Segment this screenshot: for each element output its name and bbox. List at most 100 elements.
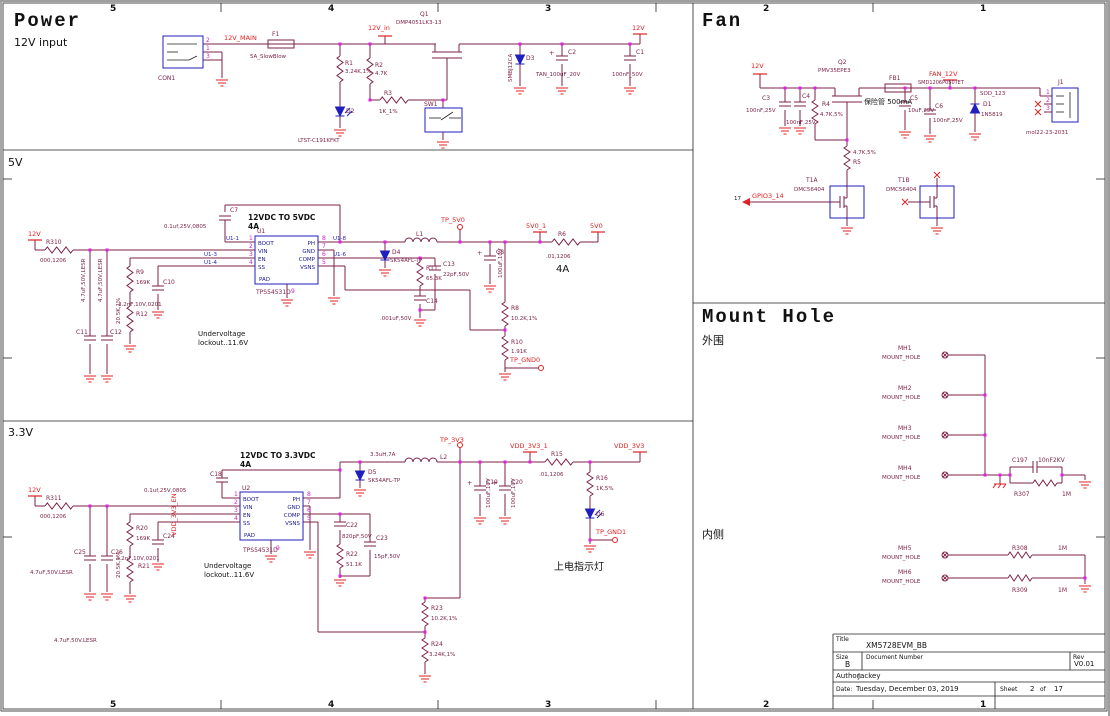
resistor <box>1007 574 1033 582</box>
schematic-label: .01,1206 <box>539 472 564 478</box>
schematic-label: 1M <box>1062 491 1071 498</box>
schematic-label: 1M <box>1058 545 1067 552</box>
junction-dot <box>418 256 422 260</box>
schematic-label: U2 <box>242 485 250 492</box>
schematic-label: D6 <box>596 511 605 518</box>
schematic-label: SS <box>258 265 265 271</box>
schematic-label: 20.5K,1% <box>116 552 122 578</box>
schematic-label: 3 <box>249 251 253 258</box>
schematic-label: 10.2K,1% <box>511 316 537 322</box>
schematic-label: C197 <box>1012 457 1028 464</box>
schematic-label: 3.2nF,10V,0201 <box>116 556 160 562</box>
resistor <box>336 543 344 569</box>
junction-dot <box>418 308 422 312</box>
schematic-label: 5V0_1 <box>526 222 546 230</box>
titleblock-of-label: of <box>1040 686 1046 693</box>
junction-dot <box>441 98 445 102</box>
schematic-label: D5 <box>368 469 377 476</box>
mount-hole-symbol <box>941 471 949 479</box>
schematic-label: 7 <box>322 243 326 250</box>
schematic-label: 4.7uF,50V.LESR <box>54 638 97 644</box>
resistor <box>843 145 851 171</box>
schematic-label: 100nF,25V <box>933 118 963 124</box>
schematic-label: Undervoltage <box>198 330 245 338</box>
schematic-label: 1K,5% <box>596 486 614 492</box>
schematic-label: 1.91K <box>511 349 527 355</box>
schematic-label: SMD1206P050TET <box>918 80 965 86</box>
schematic-label: R8 <box>511 305 519 312</box>
schematic-label: T1A <box>805 177 818 184</box>
schematic-label: SK54AFL-TP <box>390 258 423 264</box>
schematic-label: 3.24K,1% <box>429 652 455 658</box>
schematic-label: 1 <box>206 45 210 52</box>
schematic-label: PH <box>308 241 315 247</box>
schematic-label: 000,1206 <box>40 258 67 264</box>
schematic-label: SS <box>243 521 250 527</box>
schematic-label: R23 <box>431 605 443 612</box>
schematic-label: PAD <box>244 533 255 539</box>
schematic-label: 5A_SlowBlow <box>250 54 287 60</box>
junction-dot <box>358 460 362 464</box>
mount-hole-symbol <box>942 432 948 438</box>
schematic-label: 7 <box>307 499 311 506</box>
junction-dot <box>88 248 92 252</box>
schematic-label: TP_5V0 <box>440 216 465 224</box>
schematic-label: 100uF,10V <box>486 478 492 508</box>
schematic-label: 100nF_50V <box>612 72 643 78</box>
junction-dot <box>588 538 592 542</box>
schematic-label: 20.5K,1% <box>116 298 122 324</box>
schematic-label: EN <box>258 257 266 263</box>
junction-dot <box>798 86 802 90</box>
section-title-fan: Fan <box>702 10 743 32</box>
schematic-label: lockout..11.6V <box>198 339 248 347</box>
polarity-plus: + <box>492 479 497 487</box>
diode-triangle <box>379 250 391 262</box>
schematic-label: C14 <box>426 298 438 305</box>
schematic-label: C23 <box>376 535 388 542</box>
schematic-label: C12 <box>110 329 122 336</box>
schematic-label: SOD_123 <box>980 91 1006 97</box>
schematic-label: GND <box>302 249 315 255</box>
resistor <box>1032 479 1058 487</box>
junction-dot <box>503 328 507 332</box>
schematic-label: 10nF2KV <box>1038 457 1066 464</box>
junction-dot <box>813 86 817 90</box>
junction-dot <box>458 460 462 464</box>
schematic-label: MH4 <box>898 465 912 472</box>
schematic-label: 169K <box>136 280 150 286</box>
mount-hole-symbol <box>942 575 948 581</box>
diode-triangle <box>354 470 366 482</box>
junction-dot <box>478 460 482 464</box>
resistor <box>1007 551 1033 559</box>
diode-triangle <box>514 54 526 66</box>
mount-hole-symbol <box>941 574 949 582</box>
schematic-label: R3 <box>384 90 392 97</box>
schematic-label: Q1 <box>420 11 429 18</box>
schematic-label: U1-3 <box>204 252 218 258</box>
schematic-label: MH5 <box>898 545 912 552</box>
schematic-label: 2 <box>206 37 210 44</box>
earth-symbol <box>1002 483 1007 489</box>
schematic-label: R2 <box>375 62 383 69</box>
fuse-body <box>267 39 295 49</box>
schematic-label: .01,1206 <box>546 254 571 260</box>
schematic-label: 8 <box>322 235 326 242</box>
schematic-label: SW1 <box>424 101 438 108</box>
junction-dot <box>1060 473 1064 477</box>
resistor <box>44 502 74 510</box>
schematic-label: C2 <box>568 49 576 56</box>
schematic-label: 2 <box>1046 97 1050 104</box>
resistor <box>126 265 134 293</box>
schematic-label: C26 <box>111 549 123 556</box>
junction-dot <box>105 504 109 508</box>
schematic-label: 100uF,10V <box>498 248 504 278</box>
schematic-label: DMP4051LK3-13 <box>396 20 442 26</box>
titleblock-date: Tuesday, December 03, 2019 <box>856 685 959 693</box>
component-body <box>919 185 955 219</box>
schematic-label: 65.3K <box>426 276 442 282</box>
offpage-arrow <box>742 198 750 206</box>
component-body <box>162 35 204 69</box>
zone-number-bottom: 3 <box>545 700 551 710</box>
resistor <box>421 637 429 663</box>
